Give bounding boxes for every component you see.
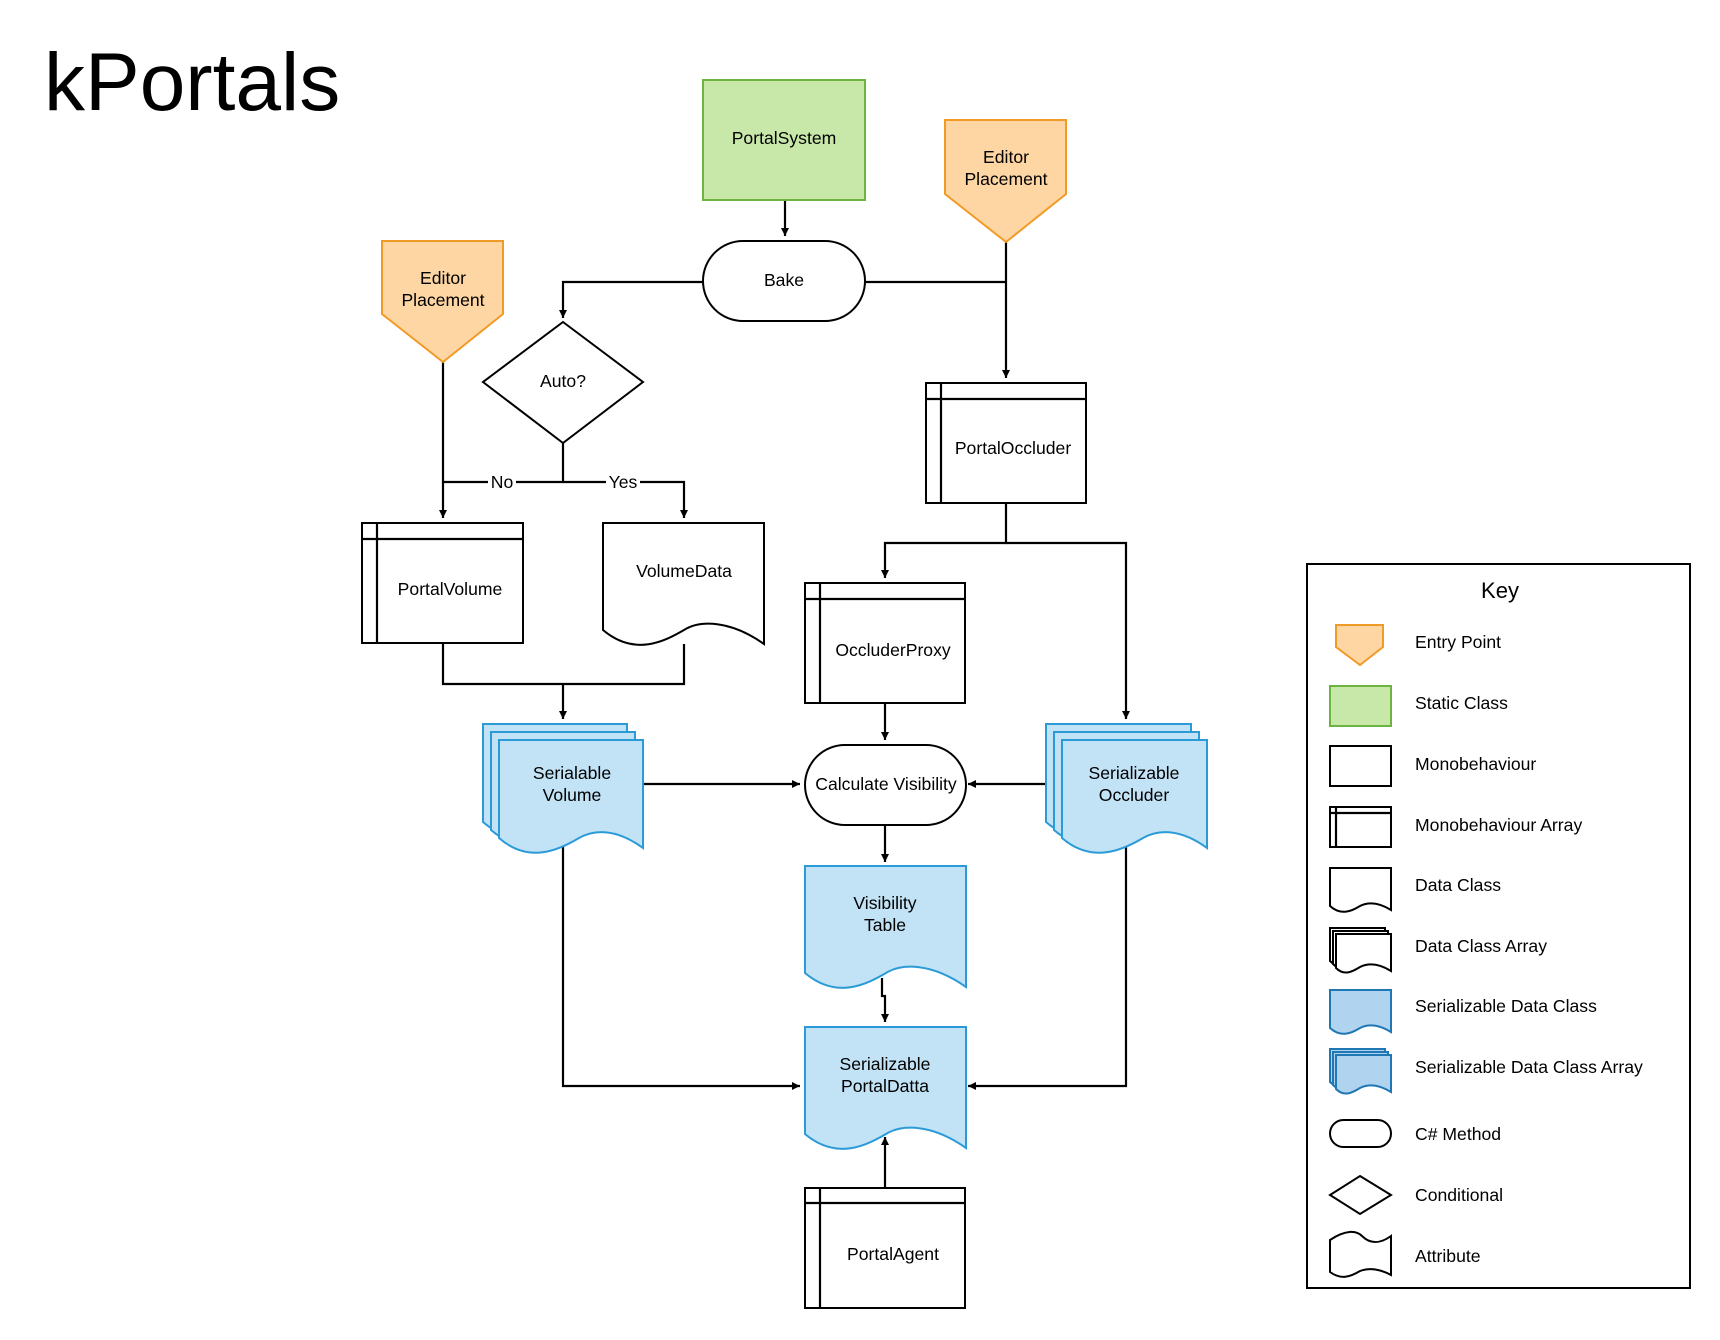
svg-text:Volume: Volume	[543, 785, 602, 805]
svg-text:Editor: Editor	[420, 268, 466, 288]
key-icon-attribute	[1329, 1230, 1392, 1278]
node-occluder-proxy: OccluderProxy	[804, 582, 966, 704]
edge-bake-auto	[559, 280, 703, 318]
key-icon-monobehaviour	[1329, 745, 1392, 787]
key-icon-entry-point	[1335, 624, 1384, 667]
node-editor-placement-left: Editor Placement	[381, 240, 504, 364]
edge-occluder-serocc	[1006, 541, 1130, 719]
svg-text:Placement: Placement	[964, 169, 1047, 189]
key-label-serializable-data-class-array: Serializable Data Class Array	[1415, 1057, 1643, 1077]
svg-text:Serializable: Serializable	[1089, 763, 1180, 783]
node-portal-volume: PortalVolume	[361, 522, 524, 644]
key-icon-data-class-array	[1329, 927, 1392, 974]
edge-volume-merge	[441, 644, 686, 686]
node-bake: Bake	[702, 240, 866, 322]
svg-text:Placement: Placement	[401, 290, 484, 310]
svg-text:Serialable: Serialable	[533, 763, 611, 783]
node-editor-placement-right: Editor Placement	[944, 119, 1067, 244]
svg-text:PortalVolume: PortalVolume	[398, 579, 503, 599]
node-portal-agent: PortalAgent	[804, 1187, 966, 1309]
svg-text:VolumeData: VolumeData	[636, 561, 732, 581]
svg-text:Occluder: Occluder	[1099, 785, 1170, 805]
key-icon-data-class	[1329, 867, 1392, 913]
svg-text:Table: Table	[864, 915, 906, 935]
node-serialable-volume: Serialable Volume	[482, 723, 644, 854]
edge-servol-serpd	[561, 838, 800, 1090]
key-label-monobehaviour-array: Monobehaviour Array	[1415, 815, 1582, 835]
key-label-entry-point: Entry Point	[1415, 632, 1501, 652]
node-serializable-occluder: Serializable Occluder	[1045, 723, 1208, 854]
key-title: Key	[1481, 578, 1519, 603]
key-icon-monobehaviour-array	[1329, 806, 1392, 848]
node-serializable-portal-data: Serializable PortalDatta	[804, 1026, 967, 1150]
node-portal-system: PortalSystem	[702, 79, 866, 201]
key-label-attribute: Attribute	[1415, 1246, 1481, 1266]
svg-text:Bake: Bake	[764, 270, 804, 290]
key-icon-static-class	[1329, 685, 1392, 727]
key-icon-conditional	[1328, 1174, 1393, 1216]
page-title: kPortals	[44, 37, 340, 128]
key-label-csharp-method: C# Method	[1415, 1124, 1501, 1144]
svg-text:Editor: Editor	[983, 147, 1029, 167]
key-icon-serializable-data-class	[1329, 989, 1392, 1035]
svg-text:OccluderProxy: OccluderProxy	[835, 640, 951, 660]
edges	[439, 200, 1130, 1188]
edge-label-yes: Yes	[609, 472, 638, 492]
svg-text:Calculate Visibility: Calculate Visibility	[815, 774, 957, 794]
svg-text:Visibility: Visibility	[853, 893, 916, 913]
edge-auto-yes	[563, 480, 688, 518]
edge-serocc-serpd	[968, 838, 1128, 1090]
node-auto-conditional: Auto?	[481, 320, 645, 445]
node-portal-occluder: PortalOccluder	[925, 382, 1087, 504]
svg-text:PortalDatta: PortalDatta	[841, 1076, 929, 1096]
key-label-monobehaviour: Monobehaviour	[1415, 754, 1536, 774]
key-label-data-class-array: Data Class Array	[1415, 936, 1547, 956]
svg-text:PortalOccluder: PortalOccluder	[955, 438, 1072, 458]
svg-text:Serializable: Serializable	[840, 1054, 931, 1074]
key-icon-csharp-method	[1329, 1119, 1392, 1148]
svg-text:PortalSystem: PortalSystem	[732, 128, 837, 148]
edge-label-no: No	[491, 472, 514, 492]
edge-occluder-split	[881, 503, 1008, 578]
key-label-data-class: Data Class	[1415, 875, 1501, 895]
node-visibility-table: Visibility Table	[804, 865, 967, 989]
key-label-conditional: Conditional	[1415, 1185, 1503, 1205]
key-legend: Key Entry Point Static Class Monobehavio…	[1306, 563, 1691, 1289]
node-volume-data: VolumeData	[602, 522, 765, 646]
svg-text:PortalAgent: PortalAgent	[847, 1244, 939, 1264]
key-label-serializable-data-class: Serializable Data Class	[1415, 996, 1597, 1016]
edge-vistable-serpd	[880, 978, 889, 1022]
key-label-static-class: Static Class	[1415, 693, 1508, 713]
key-icon-serializable-data-class-array	[1329, 1048, 1392, 1095]
svg-text:Auto?: Auto?	[540, 371, 586, 391]
node-calculate-visibility: Calculate Visibility	[804, 744, 967, 826]
